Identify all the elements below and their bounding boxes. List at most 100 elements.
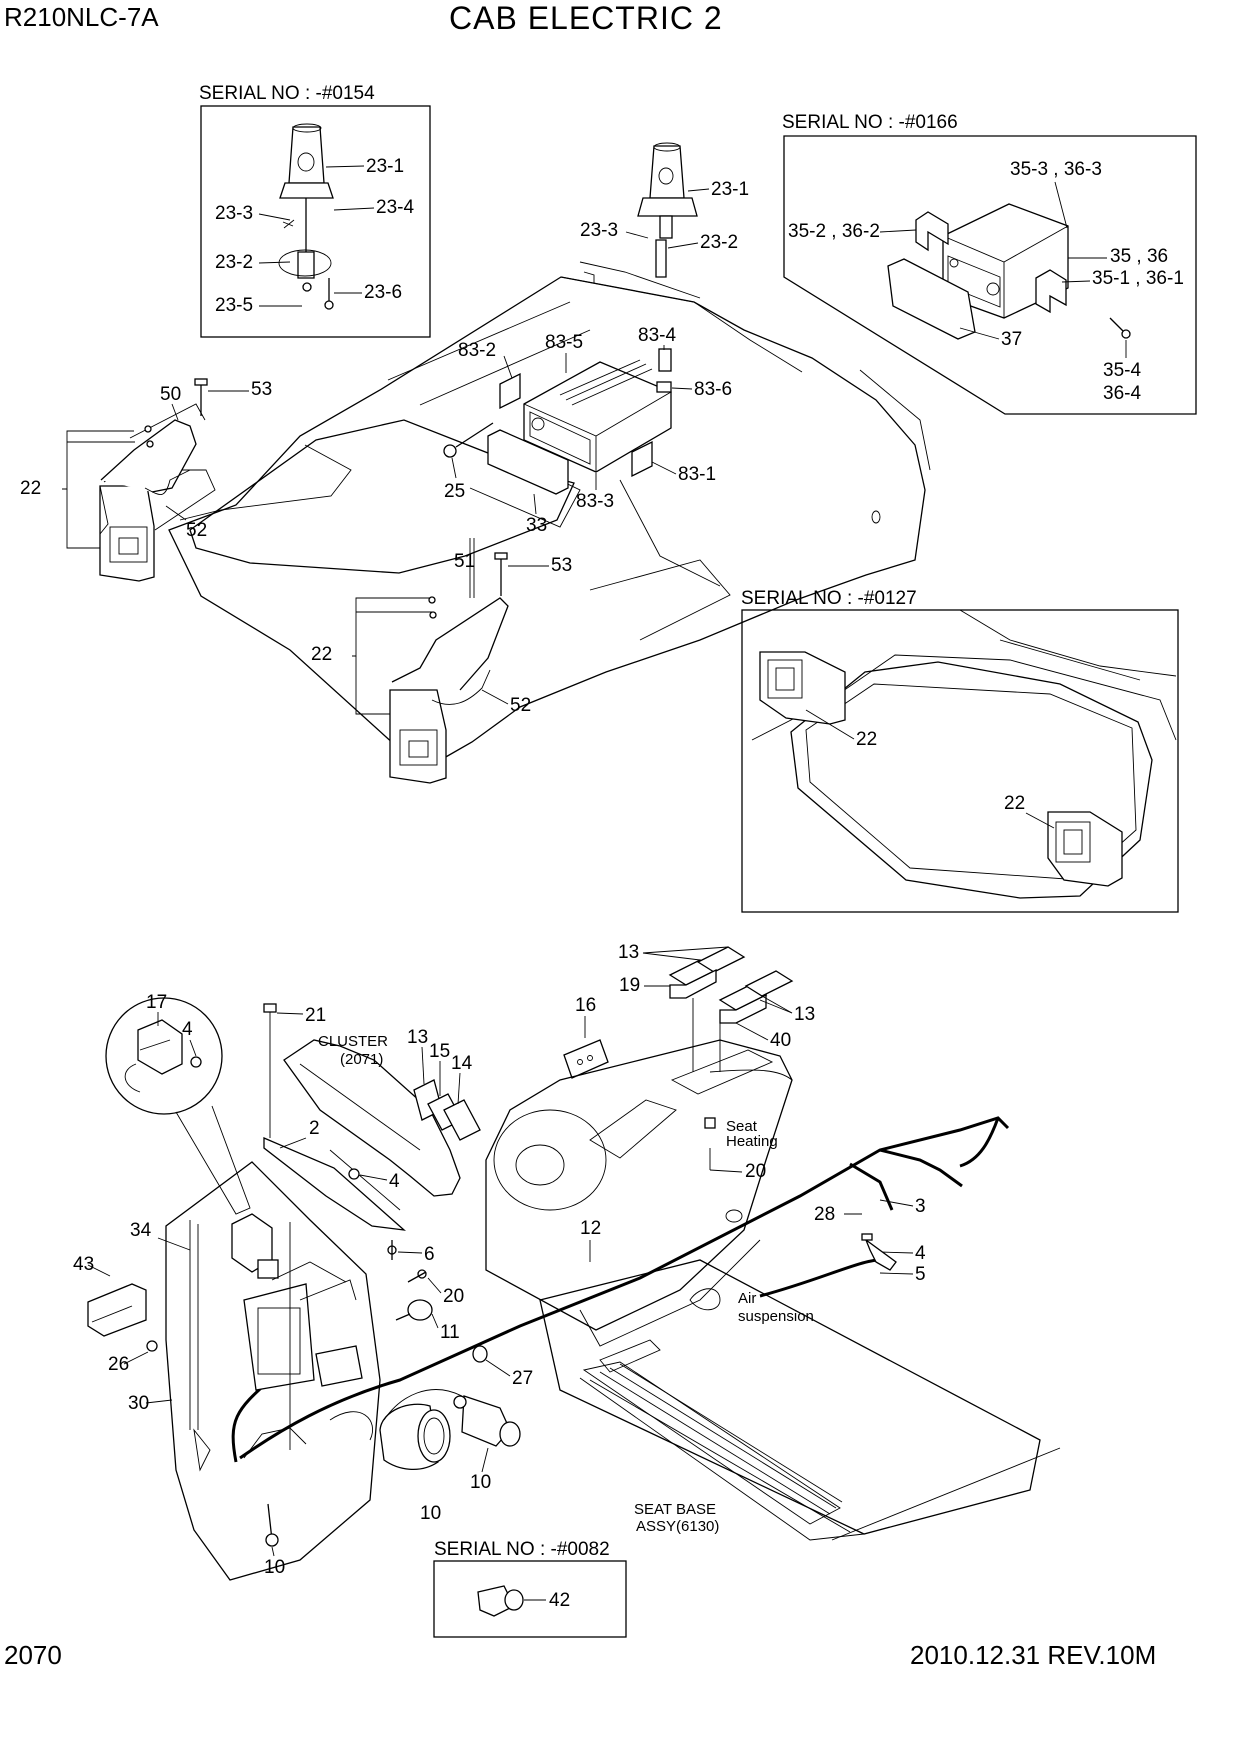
label-50: 50 xyxy=(160,384,181,405)
label-52: 52 xyxy=(186,520,207,541)
label-23-1b: 23-1 xyxy=(711,179,749,200)
page-title: CAB ELECTRIC 2 xyxy=(449,0,723,36)
harness-labels: 12 20 28 3 4 5 xyxy=(580,1148,926,1285)
radio-detail-labels: 35-3 , 36-3 35-2 , 36-2 35 , 36 35-1 , 3… xyxy=(788,159,1184,404)
label-15: 15 xyxy=(429,1041,450,1062)
label-33: 33 xyxy=(526,515,547,536)
label-20b: 10 xyxy=(264,1557,285,1578)
seat-heating-note-2: Heating xyxy=(726,1133,778,1150)
label-53b: 53 xyxy=(551,555,572,576)
label-17: 17 xyxy=(146,992,167,1013)
left-work-lamp xyxy=(99,378,216,582)
switch-group xyxy=(563,946,794,1079)
label-36-4: 36-4 xyxy=(1103,383,1141,404)
label-5: 30 xyxy=(128,1393,149,1414)
seat-base-note-2: ASSY(6130) xyxy=(636,1518,719,1535)
cluster-note-2: (2071) xyxy=(340,1051,383,1068)
left-lamp-labels: 50 53 22 52 xyxy=(20,379,272,549)
label-16: 16 xyxy=(575,995,596,1016)
label-28: 34 xyxy=(130,1220,152,1241)
seat-heating-note-1: Seat xyxy=(726,1118,758,1135)
label-23-3: 23-3 xyxy=(215,203,253,224)
label-20a: 20 xyxy=(443,1286,464,1307)
socket-detail-box: SERIAL NO : -#0082 42 xyxy=(433,1539,627,1638)
center-radio xyxy=(443,348,672,495)
page-number: 2070 xyxy=(4,1640,62,1670)
serial-0127: SERIAL NO : -#0127 xyxy=(741,588,917,609)
label-35-1-36-1: 35-1 , 36-1 xyxy=(1092,268,1184,289)
label-83-4: 83-4 xyxy=(638,325,676,346)
console-body xyxy=(485,1039,1061,1541)
label-23-2: 23-2 xyxy=(215,252,253,273)
label-23-3b: 23-3 xyxy=(580,220,618,241)
serial-0154: SERIAL NO : -#0154 xyxy=(199,83,375,104)
lamp-detail-labels: 22 22 xyxy=(805,709,1055,829)
label-13c: 13 xyxy=(407,1027,428,1048)
radio-detail-box: SERIAL NO : -#0166 xyxy=(782,112,1197,415)
label-42: 4 xyxy=(915,1243,926,1264)
serial-0166: SERIAL NO : -#0166 xyxy=(782,112,958,133)
label-27: 27 xyxy=(512,1368,533,1389)
center-radio-labels: 83-2 83-5 83-4 83-6 83-1 83-3 25 33 xyxy=(444,325,732,536)
harness-34 xyxy=(231,1116,1010,1463)
label-35-3-36-3: 35-3 , 36-3 xyxy=(1010,159,1102,180)
label-23-4: 23-4 xyxy=(376,197,414,218)
label-30: 3 xyxy=(915,1196,926,1217)
label-34: 12 xyxy=(580,1218,601,1239)
beacon-detail-labels: 23-1 23-3 23-4 23-2 23-6 23-5 xyxy=(215,156,414,316)
relay-detail-labels: 17 4 xyxy=(146,992,197,1057)
lamp-detail-box: SERIAL NO : -#0127 xyxy=(741,588,1179,913)
label-35-36: 35 , 36 xyxy=(1110,246,1168,267)
revision-date: 2010.12.31 REV.10M xyxy=(910,1640,1157,1670)
dash-labels: 21 13 15 14 2 4 6 20 11 27 10 10 10 xyxy=(264,1005,533,1578)
label-43: 20 xyxy=(745,1161,766,1182)
label-83-5: 83-5 xyxy=(545,332,583,353)
label-19: 19 xyxy=(619,975,640,996)
label-14: 14 xyxy=(451,1053,473,1074)
label-23-6: 23-6 xyxy=(364,282,402,303)
label-13a: 13 xyxy=(618,942,639,963)
relay-detail xyxy=(105,997,251,1215)
label-22d: 22 xyxy=(1004,793,1025,814)
label-25: 25 xyxy=(444,481,465,502)
label-4c: 26 xyxy=(108,1354,129,1375)
seat-base-note-1: SEAT BASE xyxy=(634,1501,716,1518)
label-10a: 10 xyxy=(470,1472,491,1493)
label-4a: 4 xyxy=(182,1019,193,1040)
right-lamp-labels: 51 53 22 52 xyxy=(311,551,572,716)
label-6: 6 xyxy=(424,1244,435,1265)
label-22c: 22 xyxy=(856,729,877,750)
label-11: 11 xyxy=(440,1322,460,1343)
air-suspension-note-2: suspension xyxy=(738,1308,814,1325)
side-panel-labels: 34 43 26 30 xyxy=(73,1220,191,1414)
label-23-1: 23-1 xyxy=(366,156,404,177)
label-13b: 13 xyxy=(794,1004,815,1025)
beacon-detail-box: SERIAL NO : -#0154 xyxy=(199,83,431,338)
label-22b: 22 xyxy=(311,644,332,665)
label-21: 21 xyxy=(305,1005,326,1026)
label-51: 51 xyxy=(454,551,475,572)
seat-base-vent xyxy=(582,1361,843,1525)
label-22: 22 xyxy=(20,478,41,499)
switch-labels: 13 19 13 40 16 xyxy=(575,942,815,1051)
label-23-2b: 23-2 xyxy=(700,232,738,253)
label-52b: 52 xyxy=(510,695,531,716)
label-83-2: 83-2 xyxy=(458,340,496,361)
cluster-note-1: CLUSTER xyxy=(318,1033,388,1050)
label-10b: 42 xyxy=(549,1590,570,1611)
label-26: 28 xyxy=(814,1204,835,1225)
label-37: 37 xyxy=(1001,329,1022,350)
label-83-1: 83-1 xyxy=(678,464,716,485)
label-83-3: 83-3 xyxy=(576,491,614,512)
label-23-5: 23-5 xyxy=(215,295,253,316)
label-12: 10 xyxy=(420,1503,441,1524)
roof-beacon-labels: 23-1 23-3 23-2 xyxy=(580,179,749,253)
cluster-and-dash: CLUSTER (2071) xyxy=(263,1003,521,1547)
label-35-4: 35-4 xyxy=(1103,360,1141,381)
label-3: 43 xyxy=(73,1254,94,1275)
seat-notes: Seat Heating Air suspension SEAT BASE AS… xyxy=(634,1117,814,1535)
label-83-6: 83-6 xyxy=(694,379,732,400)
model-number: R210NLC-7A xyxy=(4,2,159,32)
label-40: 40 xyxy=(770,1030,791,1051)
